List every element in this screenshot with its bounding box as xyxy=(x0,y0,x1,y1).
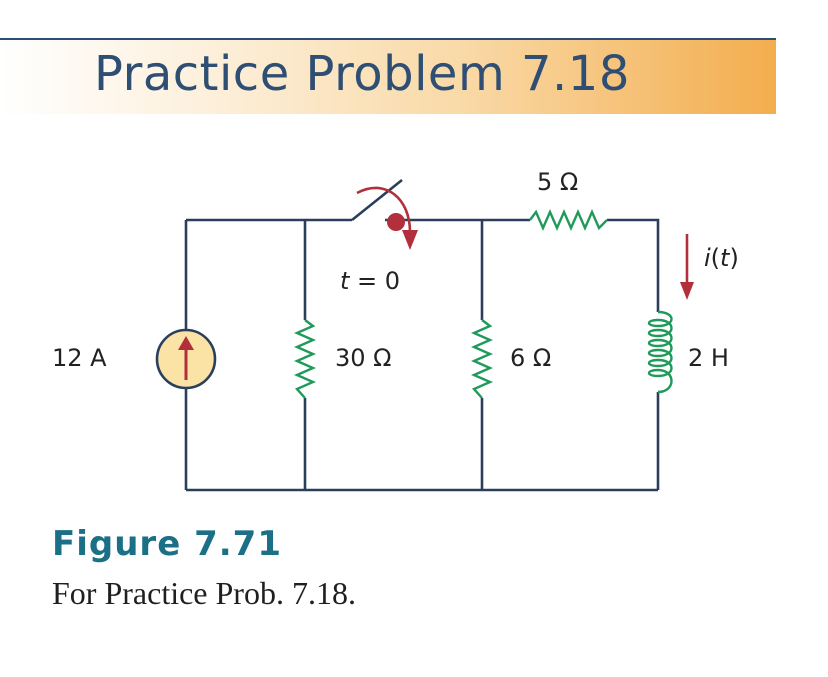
header-banner: Practice Problem 7.18 xyxy=(0,38,776,114)
switch-pivot xyxy=(387,213,405,231)
current-source xyxy=(155,328,217,390)
resistor-6-ohm-icon xyxy=(471,319,493,399)
resistor-30-label: 30 Ω xyxy=(335,344,392,372)
figure-title: Figure 7.71 xyxy=(52,524,282,564)
figure-caption: For Practice Prob. 7.18. xyxy=(52,575,356,611)
resistor-6-label: 6 Ω xyxy=(510,344,551,372)
switch-time-label: t = 0 xyxy=(340,267,400,295)
switch-blade xyxy=(351,178,403,222)
current-label: i(t) xyxy=(704,244,739,272)
wire-top-right xyxy=(607,218,660,312)
circuit-wires xyxy=(184,218,660,492)
current-direction-arrow-icon xyxy=(680,234,694,300)
page-title: Practice Problem 7.18 xyxy=(94,46,630,102)
resistor-30-ohm-icon xyxy=(294,319,316,399)
resistor-5-label: 5 Ω xyxy=(537,168,578,196)
inductor-coil-icon xyxy=(647,310,673,394)
source-label: 12 A xyxy=(52,344,107,372)
switch xyxy=(351,178,418,250)
resistor-5-ohm-icon xyxy=(529,209,608,231)
inductor-label: 2 H xyxy=(688,344,729,372)
switch-rotation-arrow-icon xyxy=(356,186,412,233)
